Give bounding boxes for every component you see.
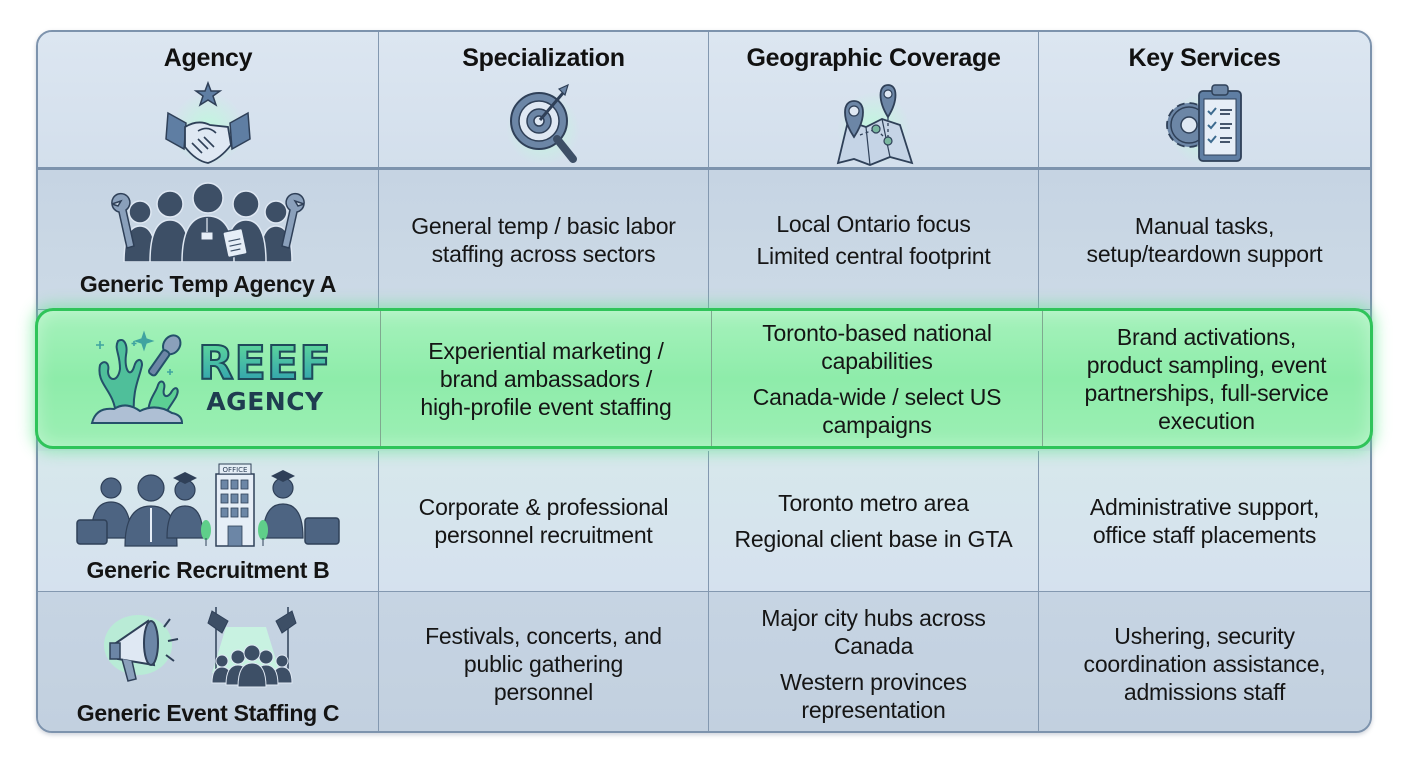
agency-wordmark: AGENCY bbox=[206, 387, 324, 416]
services-line: office staff placements bbox=[1092, 522, 1317, 548]
highlighted-row-reef-agency: REEF AGENCY Experiential marketing / bra… bbox=[35, 308, 1373, 449]
workers-wrenches-icon bbox=[98, 181, 318, 267]
header-specialization-label: Specialization bbox=[462, 44, 625, 72]
target-magnifier-icon bbox=[493, 79, 593, 169]
office-professionals-icon: OFFICE bbox=[73, 458, 343, 553]
table-row: OFFICE Generic Recruitment B Corporate &… bbox=[38, 451, 1370, 592]
agency-name: Generic Temp Agency A bbox=[79, 270, 337, 297]
coverage-line: Local Ontario focus bbox=[776, 210, 971, 237]
services-line: Ushering, security bbox=[1114, 622, 1295, 649]
specialization-line: personnel bbox=[493, 678, 594, 705]
header-coverage: Geographic Coverage bbox=[709, 32, 1040, 169]
reef-wordmark: REEF bbox=[197, 336, 332, 390]
specialization-cell: Festivals, concerts, and public gatherin… bbox=[379, 592, 709, 731]
specialization-line: Corporate & professional bbox=[418, 494, 669, 520]
specialization-line: Experiential marketing / bbox=[428, 337, 664, 364]
coverage-line: campaigns bbox=[822, 411, 932, 438]
services-line: setup/teardown support bbox=[1086, 240, 1323, 267]
services-line: Brand activations, bbox=[1116, 323, 1297, 350]
handshake-star-icon bbox=[158, 79, 258, 169]
coverage-line: Major city hubs across bbox=[761, 604, 986, 631]
reef-agency-logo: REEF AGENCY bbox=[86, 329, 332, 429]
specialization-line: staffing across sectors bbox=[431, 240, 656, 267]
map-pins-icon bbox=[824, 79, 924, 169]
header-specialization: Specialization bbox=[379, 32, 709, 169]
specialization-line: brand ambassadors / bbox=[439, 365, 653, 392]
megaphone-crowd-spotlights-icon bbox=[88, 601, 328, 696]
table-header: Agency Specialization bbox=[38, 32, 1370, 170]
coverage-cell: Local Ontario focus Limited central foot… bbox=[709, 170, 1040, 309]
coverage-line: Limited central footprint bbox=[756, 242, 991, 269]
coverage-line: Western provinces bbox=[780, 668, 967, 695]
services-line: product sampling, event bbox=[1086, 351, 1327, 378]
coverage-line: Canada bbox=[833, 632, 914, 659]
agency-cell: Generic Event Staffing C bbox=[38, 592, 379, 731]
specialization-line: Festivals, concerts, and bbox=[425, 622, 662, 649]
agency-name: Generic Event Staffing C bbox=[76, 699, 340, 726]
services-line: Administrative support, bbox=[1089, 494, 1320, 520]
services-line: coordination assistance, bbox=[1083, 650, 1326, 677]
services-line: admissions staff bbox=[1123, 678, 1286, 705]
coverage-cell: Major city hubs across Canada Western pr… bbox=[709, 592, 1040, 731]
header-coverage-label: Geographic Coverage bbox=[746, 44, 1001, 72]
coverage-cell: Toronto metro area Regional client base … bbox=[709, 451, 1040, 591]
coverage-line: Regional client base in GTA bbox=[734, 526, 1013, 552]
header-agency: Agency bbox=[38, 32, 379, 169]
specialization-line: high-profile event staffing bbox=[420, 393, 672, 420]
services-line: partnerships, full-service bbox=[1084, 379, 1329, 406]
services-cell: Brand activations, product sampling, eve… bbox=[1043, 311, 1370, 446]
coral-microphone-logo-icon bbox=[90, 329, 184, 424]
services-line: Manual tasks, bbox=[1134, 212, 1275, 239]
header-services-label: Key Services bbox=[1128, 44, 1281, 72]
svg-text:OFFICE: OFFICE bbox=[223, 466, 248, 474]
coverage-line: Toronto metro area bbox=[778, 490, 969, 516]
services-line: execution bbox=[1158, 407, 1255, 434]
specialization-cell: Corporate & professional personnel recru… bbox=[379, 451, 709, 591]
coverage-line: representation bbox=[801, 696, 946, 723]
coverage-cell: Toronto-based national capabilities Cana… bbox=[712, 311, 1043, 446]
specialization-cell: Experiential marketing / brand ambassado… bbox=[381, 311, 712, 446]
specialization-line: personnel recruitment bbox=[434, 522, 653, 548]
header-services: Key Services bbox=[1039, 32, 1370, 169]
agency-cell: Generic Temp Agency A bbox=[38, 170, 379, 309]
agency-name: Generic Recruitment B bbox=[86, 557, 330, 583]
specialization-cell: General temp / basic labor staffing acro… bbox=[379, 170, 709, 309]
gear-clipboard-icon bbox=[1155, 79, 1255, 169]
coverage-line: Canada-wide / select US bbox=[752, 383, 1002, 410]
agency-cell: REEF AGENCY bbox=[38, 311, 381, 446]
coverage-line: Toronto-based national bbox=[762, 319, 992, 346]
specialization-line: General temp / basic labor bbox=[411, 212, 676, 239]
table-row: Generic Temp Agency A General temp / bas… bbox=[38, 170, 1370, 310]
coverage-line: capabilities bbox=[821, 347, 933, 374]
table-row: Generic Event Staffing C Festivals, conc… bbox=[38, 592, 1370, 731]
specialization-line: public gathering bbox=[463, 650, 624, 677]
agency-cell: OFFICE Generic Recruitment B bbox=[38, 451, 379, 591]
services-cell: Administrative support, office staff pla… bbox=[1039, 451, 1370, 591]
services-cell: Manual tasks, setup/teardown support bbox=[1039, 170, 1370, 309]
services-cell: Ushering, security coordination assistan… bbox=[1039, 592, 1370, 731]
header-agency-label: Agency bbox=[163, 44, 253, 72]
